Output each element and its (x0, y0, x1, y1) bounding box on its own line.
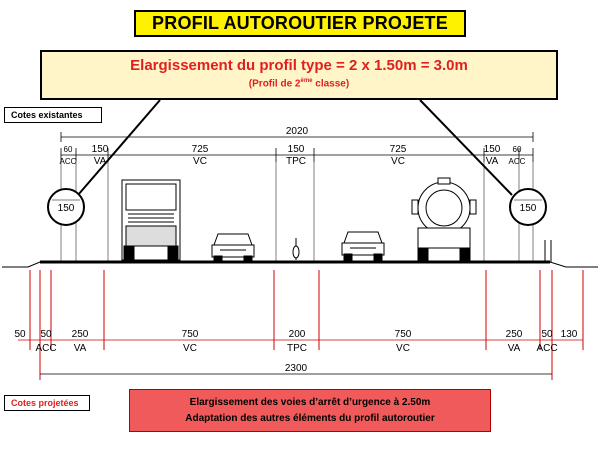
projected-total-label: 2300 (285, 363, 308, 374)
existing-seg-code: VA (486, 156, 499, 167)
projected-seg-value: 250 (72, 329, 89, 340)
road-surface (2, 240, 598, 268)
projected-seg-value: 50 (541, 329, 553, 340)
projected-outer-right: 130 (561, 329, 578, 340)
existing-total-dimension: 2020 (60, 126, 534, 142)
projected-seg-code: VC (183, 343, 197, 354)
existing-seg-code: VC (193, 156, 207, 167)
note-line-1: Elargissement des voies d’arrêt d’urgenc… (189, 397, 431, 408)
existing-total-label: 2020 (286, 126, 309, 137)
projected-seg-value: 250 (506, 329, 523, 340)
existing-seg-code: VA (94, 156, 107, 167)
projected-seg-value: 750 (182, 329, 199, 340)
pointer-line-left (77, 99, 161, 196)
widening-formula: Elargissement du profil type = 2 x 1.50m… (130, 57, 468, 74)
existing-seg-value: 150 (288, 144, 305, 155)
projected-seg-code: VC (396, 343, 410, 354)
existing-seg-code: TPC (286, 156, 306, 167)
projected-seg-value: 200 (289, 329, 306, 340)
existing-seg-code: ACC (60, 157, 77, 166)
projected-notes-box: Elargissement des voies d’arrêt d’urgenc… (129, 389, 491, 432)
projected-seg-value: 750 (395, 329, 412, 340)
tanker-truck-right-icon (411, 177, 477, 261)
widening-right-label: 150 (520, 203, 537, 214)
widening-info-box: Elargissement du profil type = 2 x 1.50m… (40, 50, 558, 100)
existing-seg-code: ACC (509, 157, 526, 166)
truck-left-icon (121, 179, 181, 261)
median-barrier-icon (292, 238, 300, 260)
existing-dimensions-label: Cotes existantes (4, 107, 102, 123)
projected-seg-code: VA (508, 343, 521, 354)
widening-circle-left: 150 (47, 188, 85, 226)
widening-left-label: 150 (58, 203, 75, 214)
existing-seg-value: 60 (513, 145, 522, 154)
existing-seg-code: VC (391, 156, 405, 167)
projected-outer-left: 50 (14, 329, 26, 340)
existing-seg-value: 725 (192, 144, 209, 155)
profile-class-note: (Profil de 2ème classe) (248, 78, 350, 90)
car-right-icon (341, 231, 385, 261)
existing-seg-value: 725 (390, 144, 407, 155)
existing-seg-value: 150 (92, 144, 109, 155)
pointer-line-right (419, 99, 513, 196)
existing-seg-value: 150 (484, 144, 501, 155)
projected-seg-code: VA (74, 343, 87, 354)
car-left-icon (211, 233, 255, 262)
existing-seg-value: 60 (64, 145, 73, 154)
projected-segments-dimension: 50 50 ACC 250 VA 750 VC 200 TPC 750 VC 2… (14, 329, 583, 354)
projected-total-dimension: 2300 (40, 363, 552, 375)
existing-segments-dimension: 60 ACC 150 VA 725 VC 150 TPC 725 VC 150 … (60, 144, 534, 167)
note-line-2: Adaptation des autres éléments du profil… (185, 413, 435, 424)
projected-seg-value: 50 (40, 329, 52, 340)
widening-circle-right: 150 (509, 188, 547, 226)
projected-seg-code: ACC (35, 343, 56, 354)
page-title: PROFIL AUTOROUTIER PROJETE (134, 10, 466, 37)
projected-dimensions-label: Cotes projetées (4, 395, 90, 411)
projected-seg-code: ACC (536, 343, 557, 354)
projected-extension-lines (29, 270, 584, 380)
projected-seg-code: TPC (287, 343, 307, 354)
